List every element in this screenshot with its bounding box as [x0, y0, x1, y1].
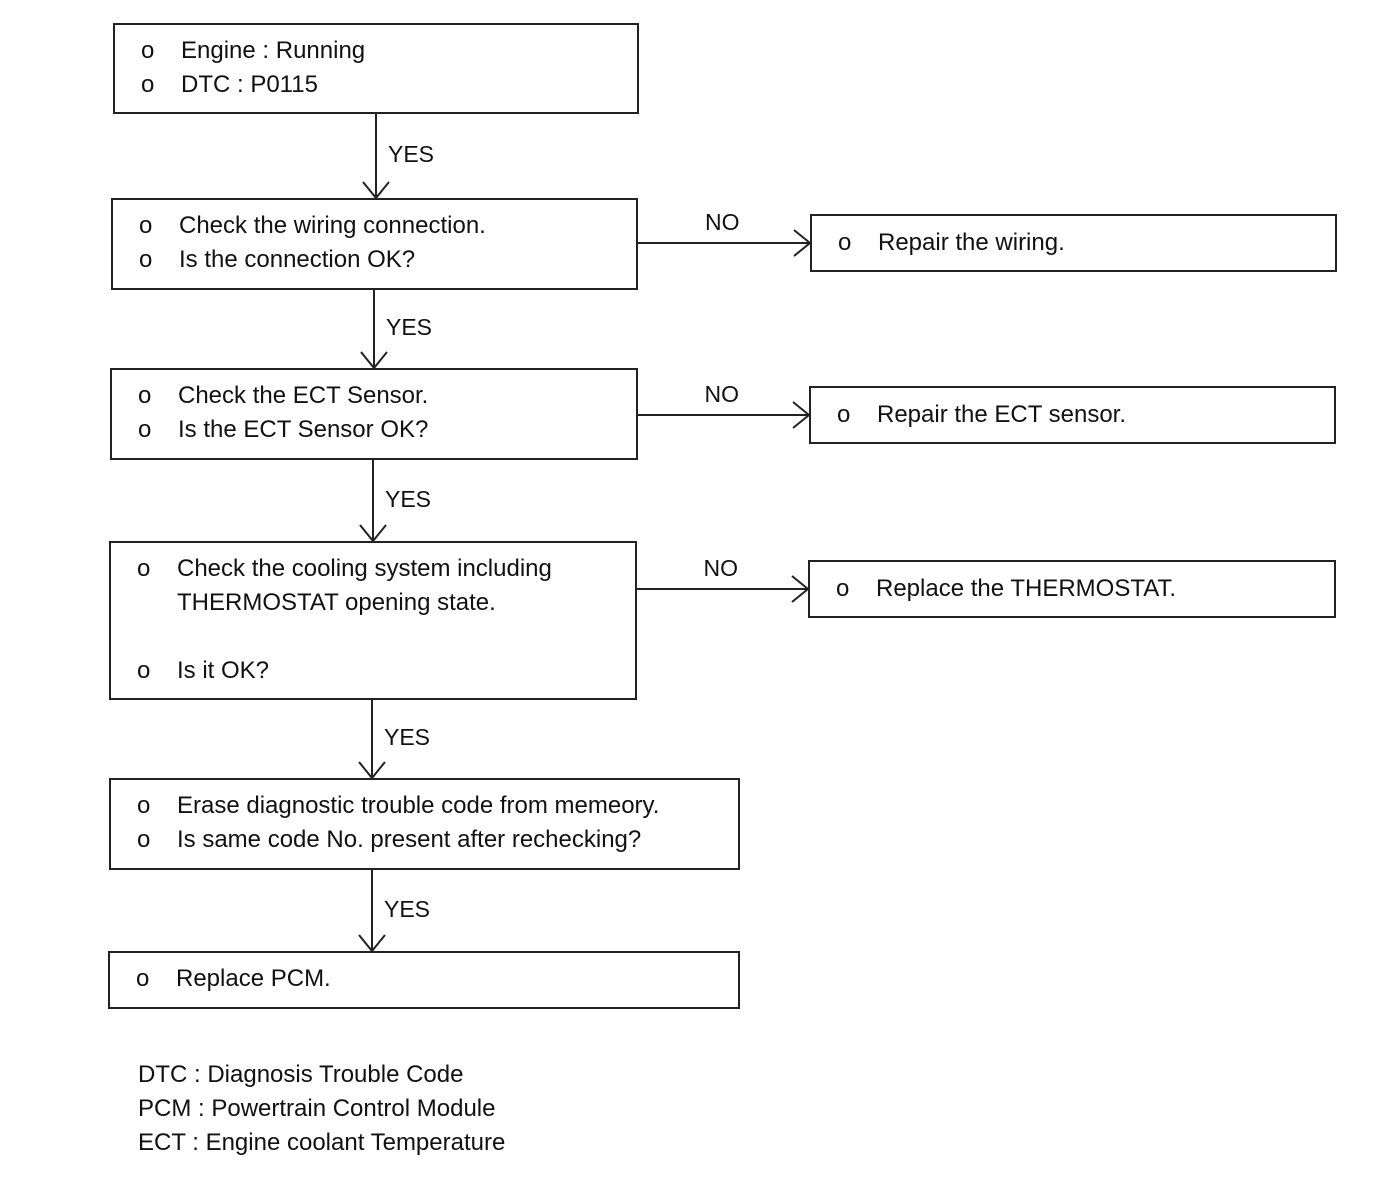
step-text: Erase diagnostic trouble code from memeo…: [177, 792, 660, 819]
step-box-wiring: o Check the wiring connection. o Is the con…: [111, 198, 638, 290]
bullet-marker: o: [141, 37, 155, 64]
connector-label-yes: YES: [386, 314, 433, 340]
bullet-marker: o: [836, 575, 850, 602]
step-text: Is same code No. present after recheckin…: [177, 826, 642, 853]
bullet-marker: o: [838, 229, 852, 256]
step-text: Repair the wiring.: [878, 229, 1065, 256]
step-text: Is the connection OK?: [179, 246, 416, 273]
connector-label-yes: YES: [384, 895, 431, 922]
bullet-marker: o: [141, 71, 155, 98]
step-text: Is it OK?: [177, 657, 270, 684]
step-text: Check the wiring connection.: [179, 212, 486, 239]
bullet-marker: o: [137, 792, 151, 819]
bullet-marker: o: [137, 555, 151, 582]
step-box-erase: o Erase diagnostic trouble code from meme…: [109, 778, 740, 870]
step-text: Replace PCM.: [176, 965, 331, 992]
legend-ect: ECT : Engine coolant Temperature: [138, 1129, 506, 1156]
step-box-repair-wiring: o Repair the wiring.: [810, 214, 1337, 272]
connector-label-yes: YES: [388, 141, 435, 167]
step-box-replace-thermostat: o Replace the THERMOSTAT.: [808, 560, 1336, 618]
step-text: THERMOSTAT opening state.: [177, 589, 496, 616]
legend-dtc: DTC : Diagnosis Trouble Code: [138, 1061, 464, 1088]
step-text: Engine : Running: [181, 37, 366, 64]
step-text: Is the ECT Sensor OK?: [178, 416, 429, 443]
connector-label-yes: YES: [385, 485, 432, 512]
bullet-marker: o: [138, 416, 152, 443]
step-text: Replace the THERMOSTAT.: [876, 575, 1177, 602]
step-box-repair-ect: o Repair the ECT sensor.: [809, 386, 1336, 444]
bullet-marker: o: [139, 246, 153, 273]
bullet-marker: o: [136, 965, 150, 992]
bullet-marker: o: [837, 401, 851, 428]
legend-pcm: PCM : Powertrain Control Module: [138, 1095, 496, 1122]
step-box-pcm: o Replace PCM.: [108, 951, 740, 1009]
step-text: Check the ECT Sensor.: [178, 382, 429, 409]
bullet-marker: o: [137, 826, 151, 853]
bullet-marker: o: [139, 212, 153, 239]
step-text: Check the cooling system including: [177, 555, 552, 582]
bullet-marker: o: [137, 657, 151, 684]
connector-label-no: NO: [705, 209, 740, 235]
step-text: DTC : P0115: [181, 71, 318, 98]
connector-label-yes: YES: [384, 724, 431, 750]
connector-label-no: NO: [703, 555, 739, 581]
connector-label-no: NO: [704, 381, 740, 407]
step-box-ect: o Check the ECT Sensor. o Is the ECT Sensor…: [110, 368, 638, 460]
abbreviation-legend: DTC : Diagnosis Trouble Code PCM : Power…: [138, 1058, 505, 1160]
bullet-marker: o: [138, 382, 152, 409]
step-text: Repair the ECT sensor.: [877, 401, 1127, 428]
